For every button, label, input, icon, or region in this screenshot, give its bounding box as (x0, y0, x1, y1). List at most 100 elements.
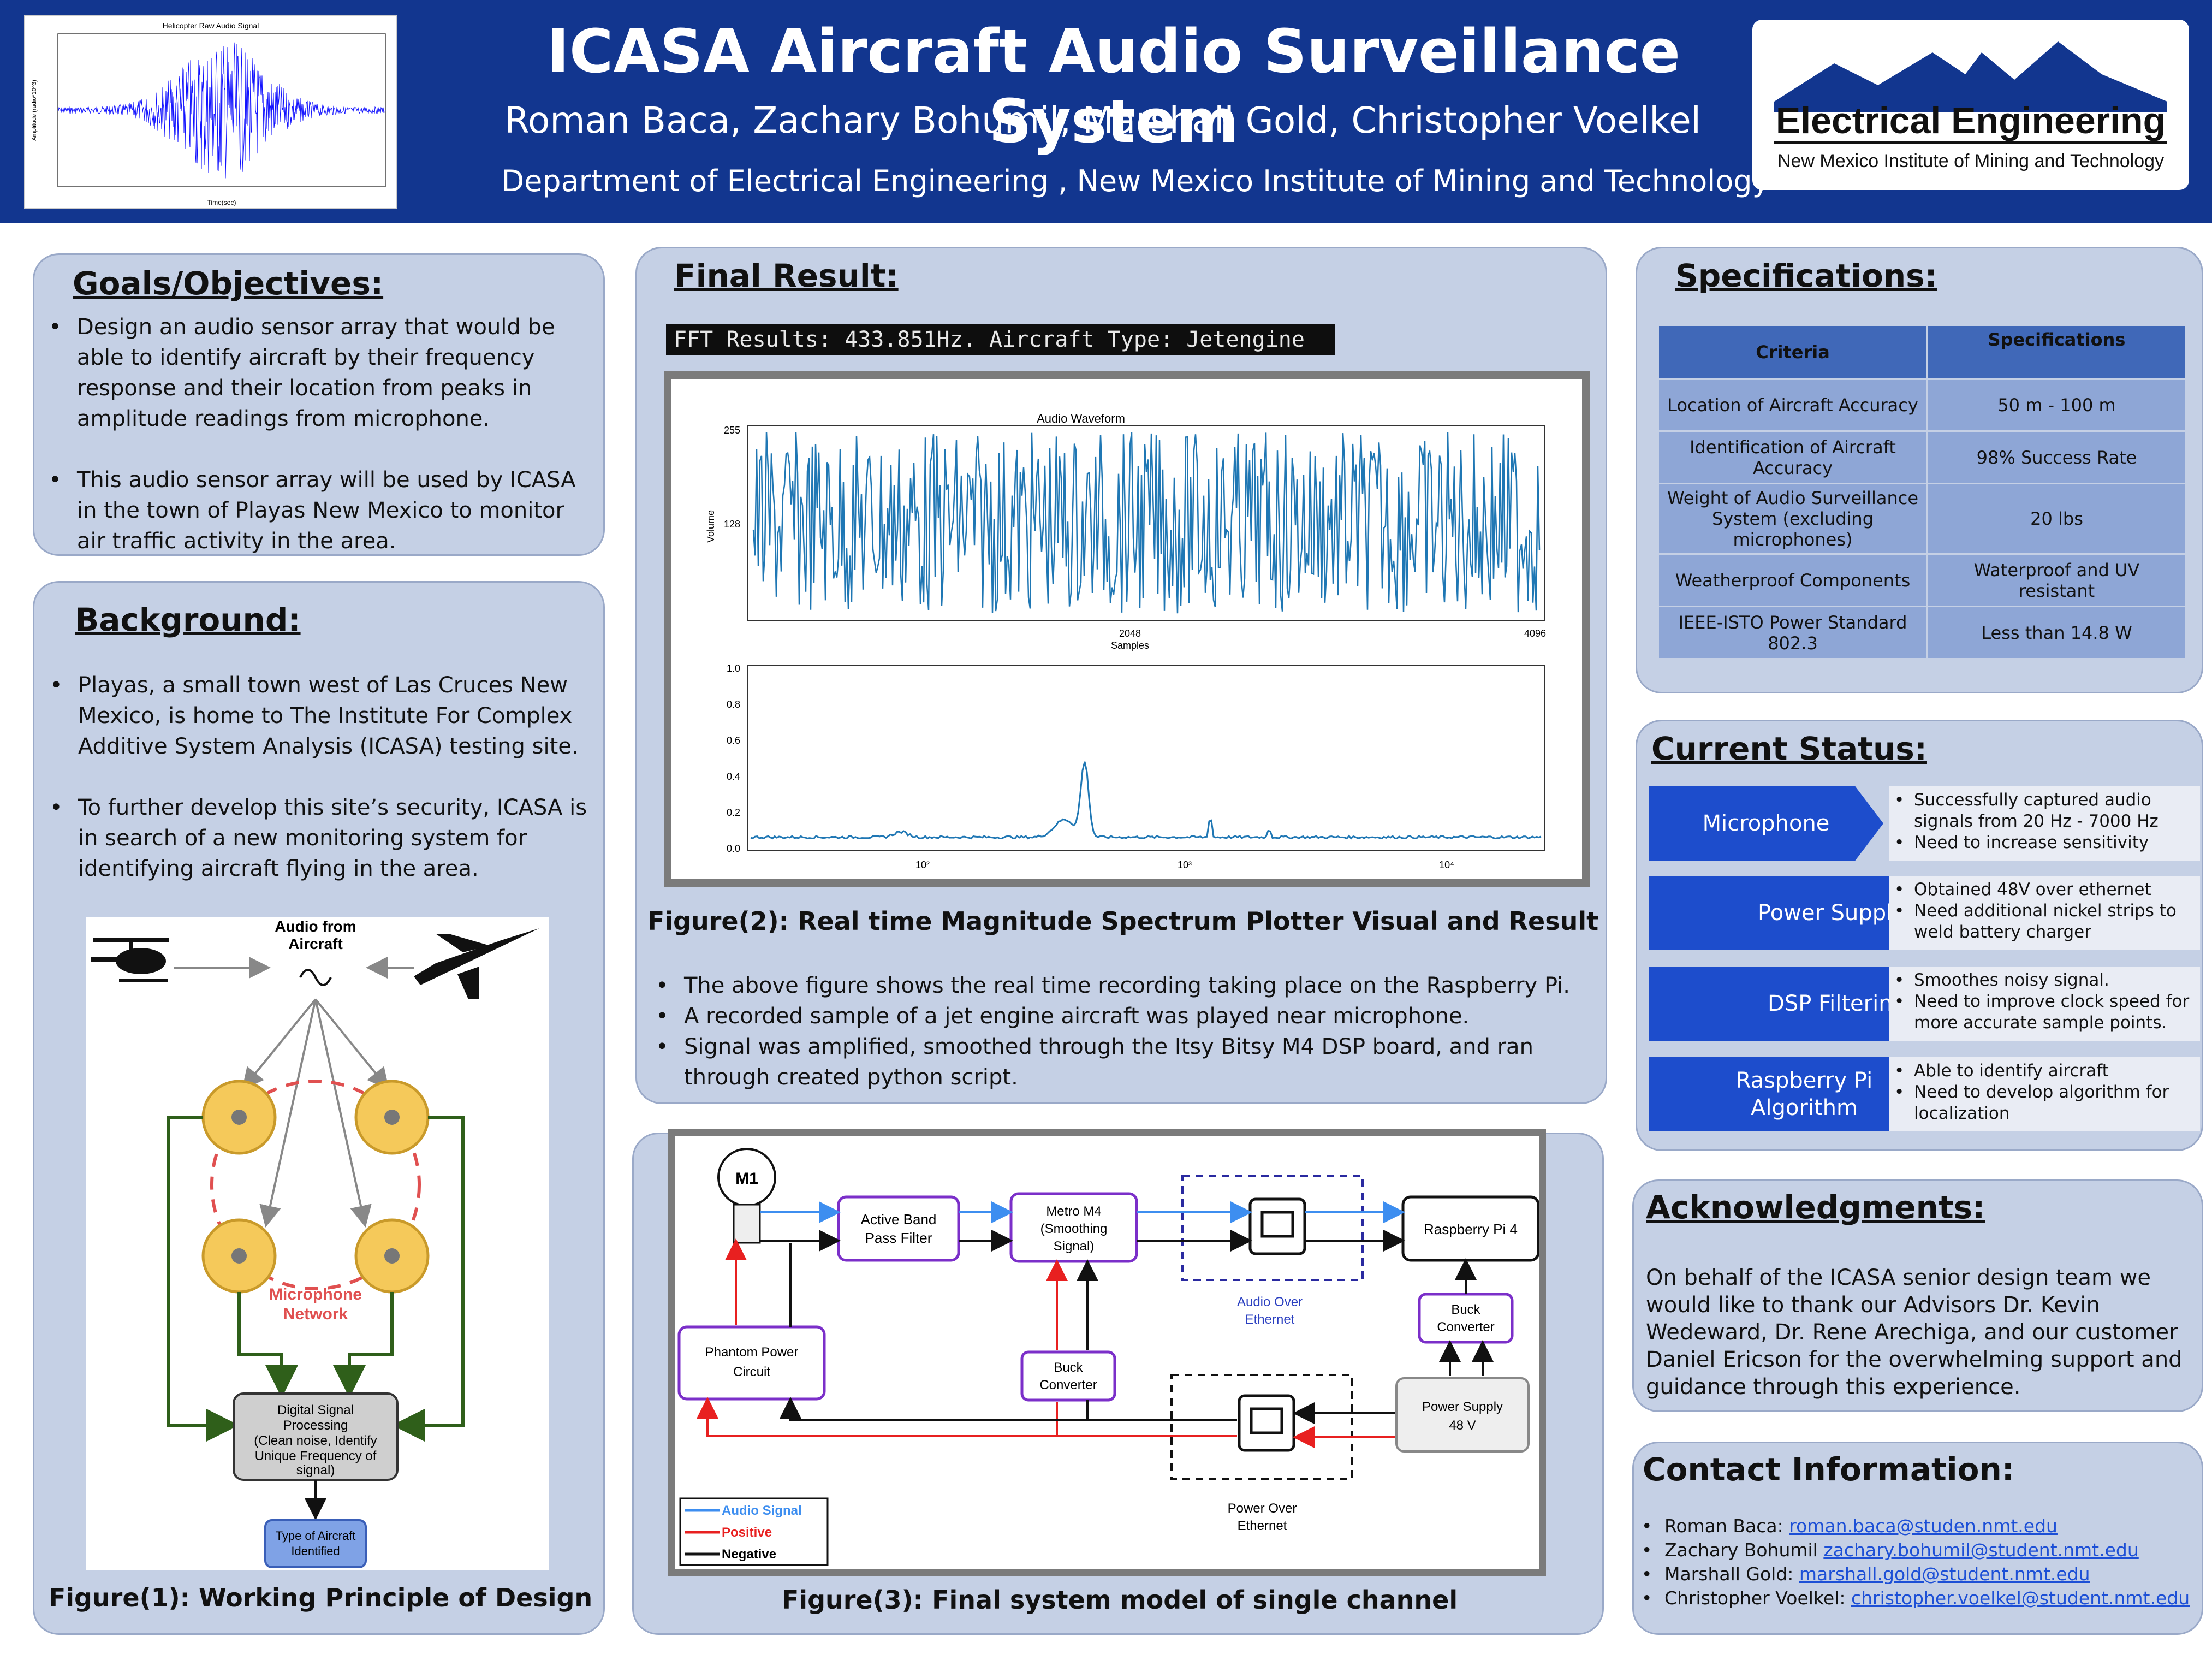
fig1-dsp-text: Digital Signal (277, 1403, 354, 1418)
buck-converter-box-left (1020, 1350, 1116, 1402)
status-row-power-supply: Power Supply Obtained 48V over ethernet … (1649, 876, 2200, 950)
background-bullet: To further develop this site’s security,… (42, 792, 593, 884)
power-ethernet-text: Ethernet (1238, 1519, 1287, 1533)
waveform-line (752, 431, 1541, 614)
ack-panel: Acknowledgments: On behalf of the ICASA … (1632, 1179, 2203, 1412)
contact-item: Zachary Bohumil zachary.bohumil@student.… (1634, 1538, 2202, 1562)
ee-logo: Electrical Engineering New Mexico Instit… (1752, 20, 2189, 190)
fig1-type-text: Type of Aircraft (276, 1529, 356, 1543)
contact-email-link[interactable]: roman.baca@studen.nmt.edu (1789, 1515, 2058, 1537)
fig1-dsp-text: (Clean noise, Identify (254, 1433, 377, 1448)
status-label: Microphone (1649, 786, 1883, 861)
fig1-dsp-text: Unique Frequency of (255, 1449, 377, 1463)
specs-cell: 20 lbs (1926, 483, 2187, 555)
goals-panel: Goals/Objectives: Design an audio sensor… (33, 253, 605, 556)
waveform-title: Audio Waveform (1037, 412, 1125, 425)
legend-audio: Audio Signal (722, 1503, 802, 1518)
fig1-type-text: Identified (291, 1544, 340, 1558)
status-row-dsp: DSP Filtering Smoothes noisy signal. Nee… (1649, 967, 2200, 1041)
fig1-audio-label: Audio from (275, 918, 356, 935)
status-note: Need to increase sensitivity (1889, 832, 2200, 853)
contact-name: Roman Baca: (1664, 1515, 1789, 1537)
final-result-bullet: Signal was amplified, smoothed through t… (648, 1031, 1598, 1093)
waveform-xlabel: Samples (1111, 640, 1149, 651)
contact-email-link[interactable]: christopher.voelkel@student.nmt.edu (1851, 1587, 2190, 1609)
status-title: Current Status: (1651, 730, 1927, 767)
specs-header: Specifications (1926, 324, 2187, 380)
microphone-icon (201, 1218, 277, 1294)
status-note: Obtained 48V over ethernet (1889, 879, 2200, 900)
fig1-audio-label: Aircraft (288, 935, 343, 952)
spectrum-ytick: 0.4 (727, 771, 740, 782)
fig1-dsp-text: signal) (296, 1463, 335, 1478)
goals-title: Goals/Objectives: (73, 265, 384, 302)
jet-icon (414, 928, 539, 999)
fft-console-output: FFT Results: 433.851Hz. Aircraft Type: J… (666, 324, 1335, 355)
waveform-ytick: 128 (724, 519, 740, 530)
band-pass-text: Pass Filter (865, 1230, 932, 1246)
final-result-list: The above figure shows the real time rec… (648, 970, 1598, 1093)
status-notes: Successfully captured audio signals from… (1889, 786, 2200, 861)
contact-panel: Contact Information: Roman Baca: roman.b… (1632, 1442, 2203, 1635)
background-title: Background: (75, 601, 301, 638)
specs-cell: IEEE-ISTO Power Standard 802.3 (1657, 606, 1928, 660)
buck-text: Buck (1451, 1302, 1480, 1317)
spectrum-xtick: 10⁴ (1439, 859, 1454, 870)
final-result-bullet: The above figure shows the real time rec… (648, 970, 1598, 1001)
contact-email-link[interactable]: zachary.bohumil@student.nmt.edu (1823, 1539, 2139, 1561)
buck-text: Converter (1437, 1320, 1494, 1335)
legend-positive: Positive (722, 1525, 772, 1540)
status-notes: Able to identify aircraft Need to develo… (1889, 1057, 2200, 1131)
contact-item: Marshall Gold: marshall.gold@student.nmt… (1634, 1562, 2202, 1586)
mountain-logo-icon (1774, 42, 2167, 112)
fig2-plot: Audio Waveform 255 128 2048 4096 Samples… (664, 371, 1590, 887)
header-banner: Helicopter Raw Audio Signal Time(sec) Am… (0, 0, 2212, 223)
background-list: Playas, a small town west of Las Cruces … (42, 670, 593, 884)
header-plot-signal (57, 42, 386, 179)
waveform-ytick: 255 (724, 425, 740, 436)
status-notes: Obtained 48V over ethernet Need addition… (1889, 876, 2200, 950)
ack-text: On behalf of the ICASA senior design tea… (1646, 1265, 2183, 1400)
aircraft-type-box (264, 1519, 367, 1568)
contact-email-link[interactable]: marshall.gold@student.nmt.edu (1799, 1563, 2090, 1585)
waveform-ylabel: Volume (705, 510, 716, 543)
logo-sub-text: New Mexico Institute of Mining and Techn… (1777, 151, 2164, 171)
microphone-icon (201, 1080, 277, 1155)
m1-label: M1 (735, 1170, 758, 1188)
power-ethernet-box (1170, 1374, 1353, 1480)
power-supply-text: 48 V (1449, 1418, 1476, 1433)
waveform-xtick: 4096 (1524, 628, 1546, 639)
audio-ethernet-box (1181, 1175, 1364, 1281)
metro-m4-box (1009, 1192, 1138, 1263)
buck-text: Converter (1039, 1378, 1097, 1392)
fig3-diagram: M1 Active Band Pass Filter Metro M4 (Smo… (668, 1129, 1546, 1576)
spectrum-ytick: 0.2 (727, 807, 740, 818)
sound-wave-icon (299, 969, 332, 986)
status-row-microphone: Microphone Successfully captured audio s… (1649, 786, 2200, 861)
logo-main-text: Electrical Engineering (1776, 100, 2166, 141)
spectrum-xtick: 10² (915, 859, 930, 870)
contact-list: Roman Baca: roman.baca@studen.nmt.edu Za… (1634, 1514, 2202, 1610)
metro-text: Metro M4 (1046, 1204, 1101, 1219)
contact-title: Contact Information: (1643, 1451, 2014, 1488)
helicopter-icon (91, 938, 169, 982)
status-note: Need to improve clock speed for more acc… (1889, 991, 2200, 1034)
status-note: Need additional nickel strips to weld ba… (1889, 900, 2200, 943)
metro-text: (Smoothing (1040, 1222, 1108, 1236)
power-ethernet-text: Power Over (1228, 1501, 1297, 1516)
ethernet-port-icon (1238, 1394, 1295, 1452)
power-supply-text: Power Supply (1422, 1400, 1503, 1414)
background-bullet: Playas, a small town west of Las Cruces … (42, 670, 593, 762)
audio-ethernet-text: Ethernet (1245, 1312, 1295, 1327)
spectrum-line (750, 761, 1542, 840)
header-plot-xlabel: Time(sec) (207, 199, 236, 206)
specs-header: Criteria (1657, 324, 1928, 380)
status-notes: Smoothes noisy signal. Need to improve c… (1889, 967, 2200, 1041)
status-note: Successfully captured audio signals from… (1889, 790, 2200, 832)
specs-cell: 50 m - 100 m (1926, 378, 2187, 432)
final-result-title: Final Result: (674, 257, 899, 294)
spectrum-xtick: 10³ (1178, 859, 1192, 870)
raspberry-pi-text: Raspberry Pi 4 (1424, 1221, 1518, 1237)
spectrum-ytick: 0.6 (727, 735, 740, 746)
phantom-power-box (677, 1325, 826, 1401)
